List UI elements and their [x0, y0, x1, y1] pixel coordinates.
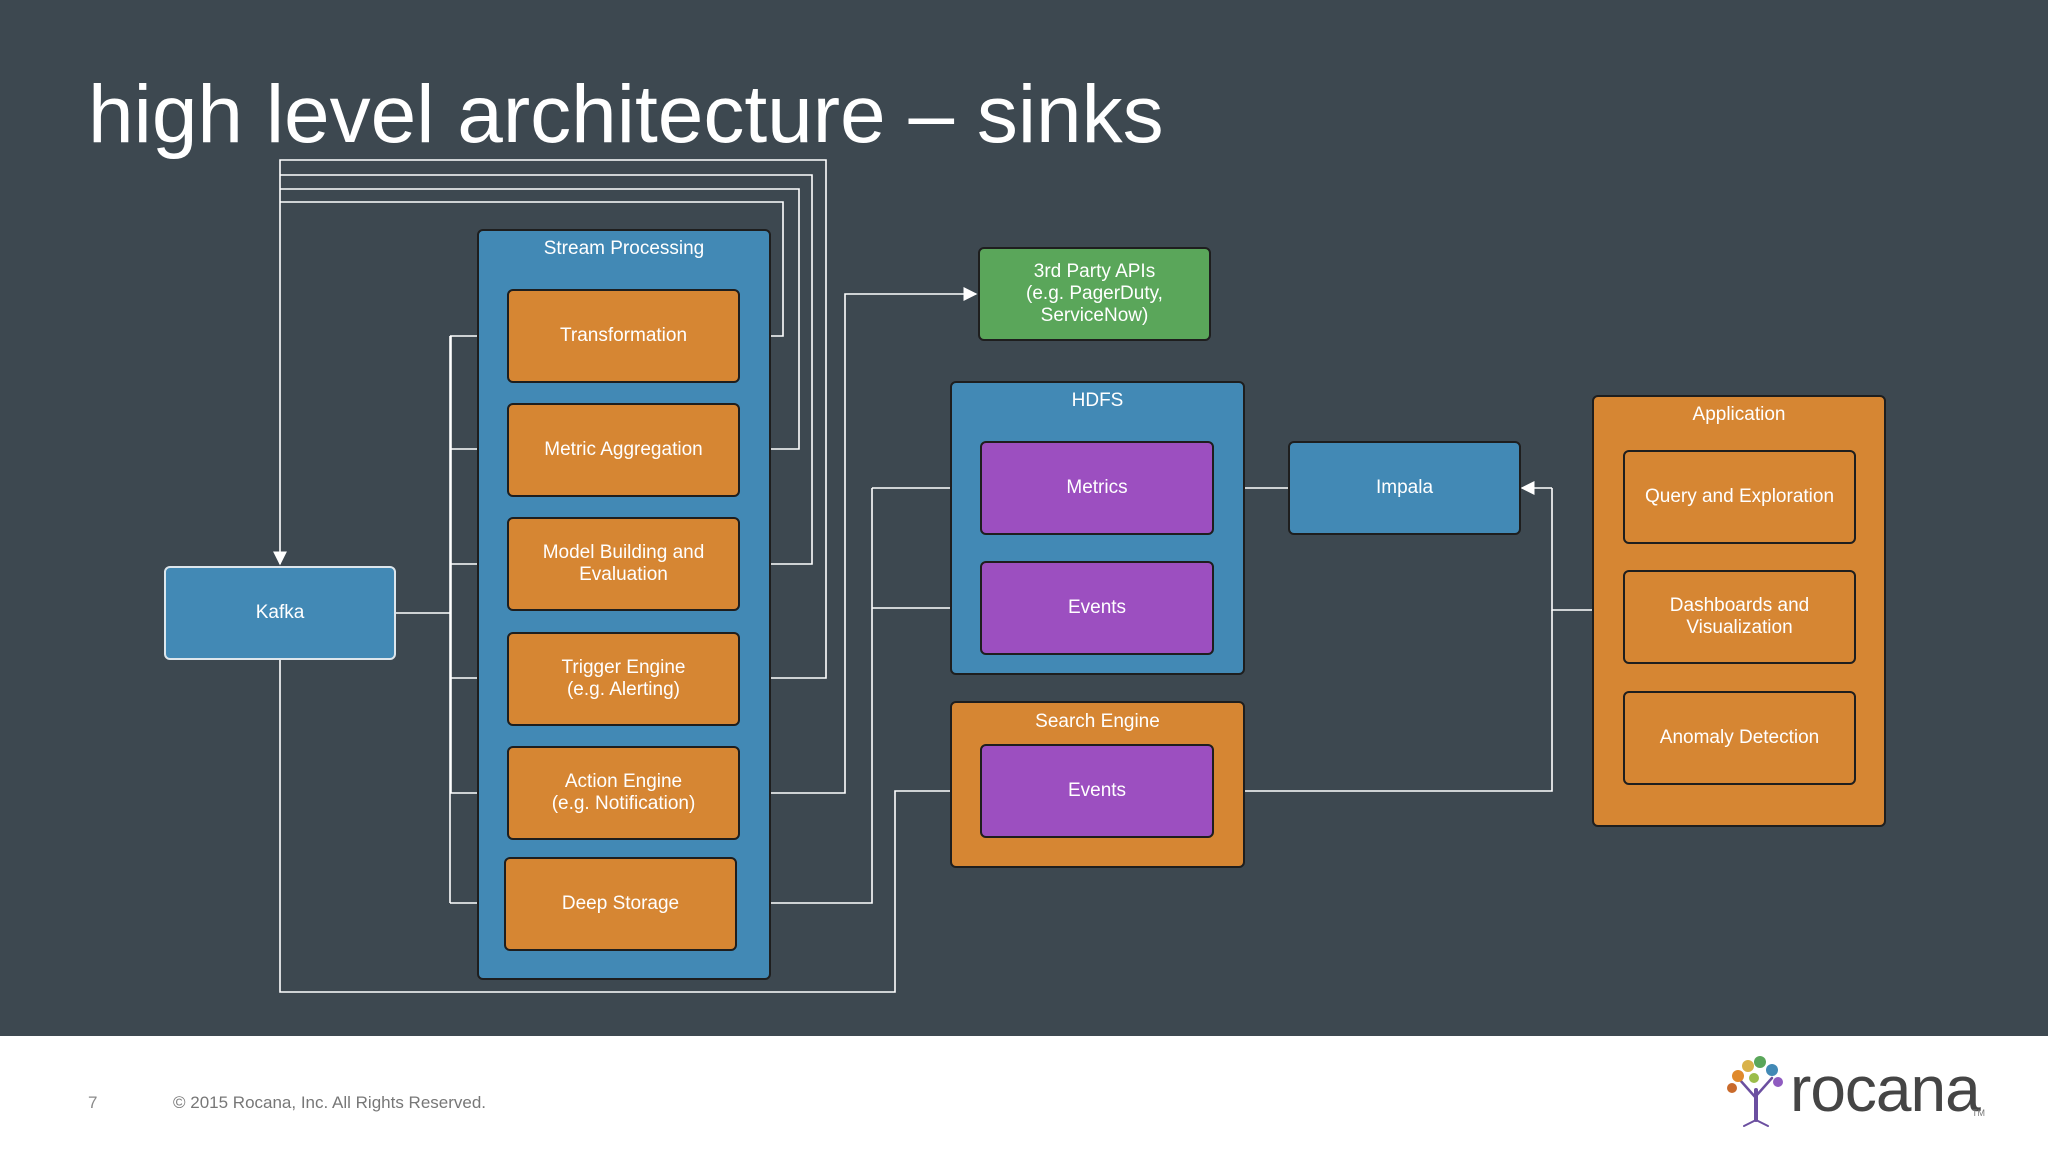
arrow-action-to-apis [739, 287, 978, 794]
copyright-text: © 2015 Rocana, Inc. All Rights Reserved. [173, 1093, 487, 1112]
slide-title: high level architecture – sinks [88, 69, 1164, 160]
action-engine-node: Action Engine (e.g. Notification) [507, 746, 740, 840]
impala-node: Impala [1288, 441, 1521, 535]
feedback-line-trigger-engine [273, 159, 827, 679]
page-number: 7 [88, 1093, 98, 1112]
deep-storage-bus [737, 488, 873, 904]
query-exploration-node: Query and Exploration [1623, 450, 1856, 544]
logo-wordmark: rocana [1790, 1053, 1981, 1125]
trigger-engine-node: Trigger Engine (e.g. Alerting) [507, 632, 740, 726]
kafka-node: Kafka [164, 566, 396, 660]
hdfs-metrics-node: Metrics [980, 441, 1214, 535]
application-out-line [1551, 488, 1592, 611]
stream-processing-label: Stream Processing [543, 238, 705, 259]
metric-aggregation-node: Metric Aggregation [507, 403, 740, 497]
search-engine-label: Search Engine [1035, 711, 1160, 732]
hdfs-events-node: Events [980, 561, 1214, 655]
arrow-app-to-search-events [1213, 610, 1553, 798]
feedback-line-model-building [280, 174, 813, 565]
rocana-logo: rocana TM [1718, 1050, 1988, 1130]
arrow-kafka-to-search [279, 660, 980, 993]
application-label: Application [1692, 404, 1786, 425]
search-events-node: Events [980, 744, 1214, 838]
tree-icon [1727, 1056, 1783, 1127]
anomaly-detection-node: Anomaly Detection [1623, 691, 1856, 785]
dashboards-visualization-node: Dashboards and Visualization [1623, 570, 1856, 664]
logo-trademark: TM [1972, 1108, 1985, 1118]
transformation-node: Transformation [507, 289, 740, 383]
model-building-node: Model Building and Evaluation [507, 517, 740, 611]
third-party-apis-node: 3rd Party APIs (e.g. PagerDuty, ServiceN… [978, 247, 1211, 341]
hdfs-label: HDFS [1071, 390, 1124, 411]
deep-storage-node: Deep Storage [504, 857, 737, 951]
